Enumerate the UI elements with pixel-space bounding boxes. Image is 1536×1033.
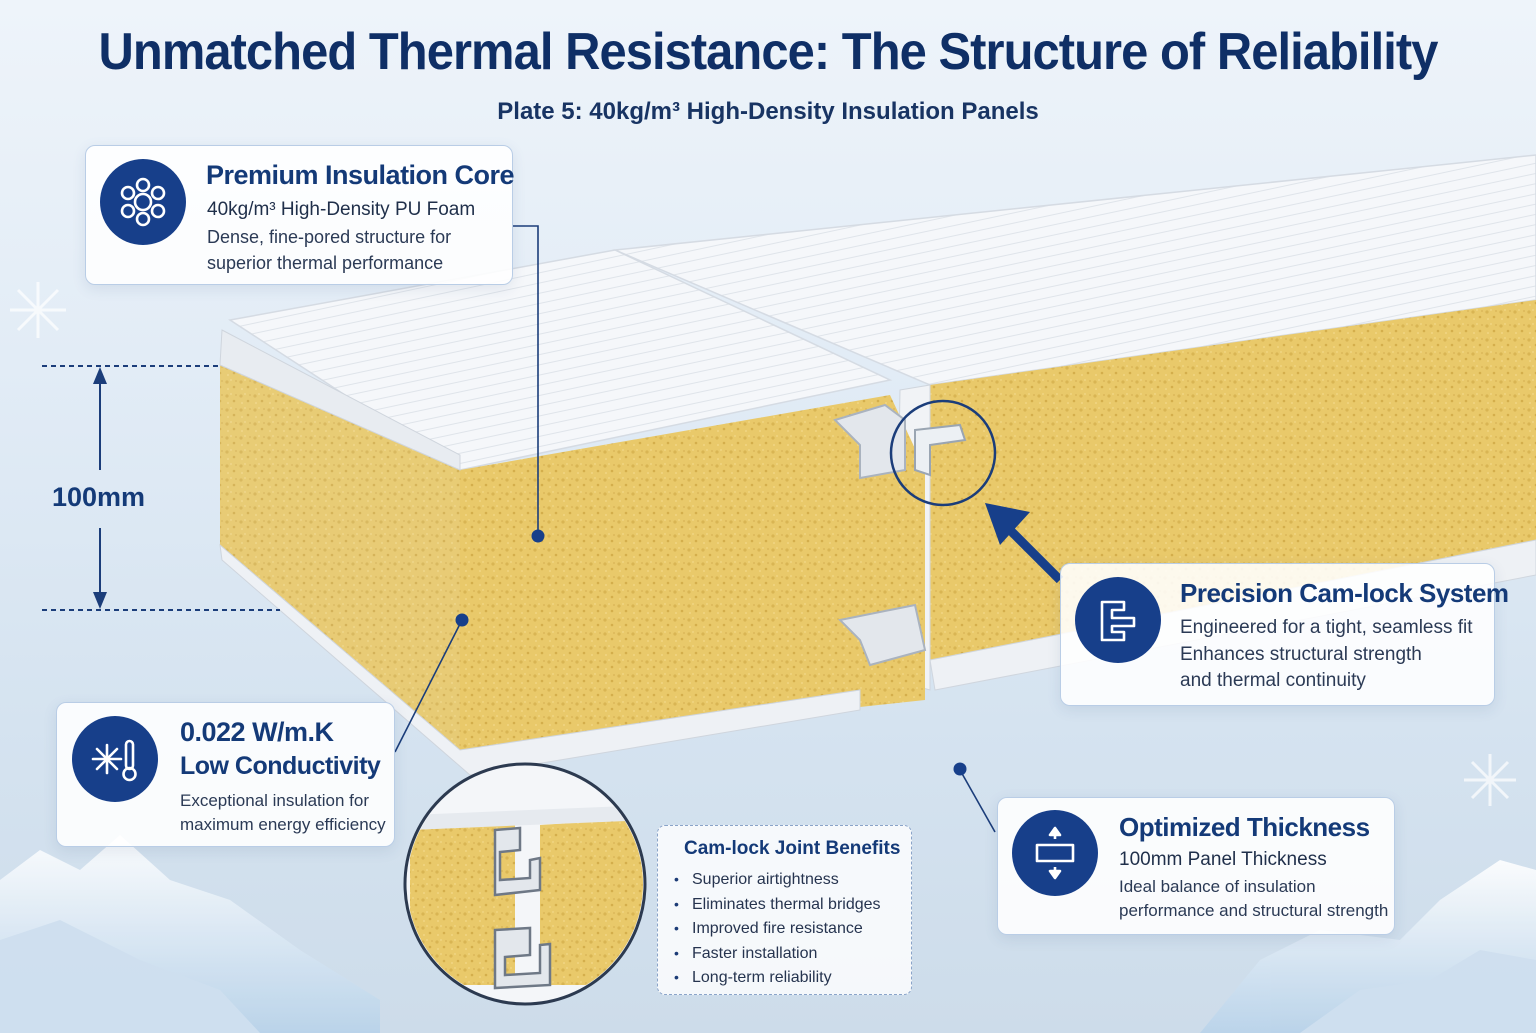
- core-line: superior thermal performance: [207, 253, 444, 273]
- pointer-arrow-icon: [985, 503, 1064, 584]
- camlock-line: Engineered for a tight, seamless fit: [1180, 617, 1473, 638]
- camlock-card: Precision Cam-lock System Engineered for…: [1060, 563, 1509, 706]
- callout-leaders: [394, 225, 996, 833]
- core-card: Premium Insulation Core 40kg/m³ High-Den…: [85, 145, 515, 285]
- conductivity-line: Exceptional insulation for: [180, 791, 370, 810]
- snowflake-decor-icon: [10, 282, 1516, 806]
- thickness-heading: Optimized Thickness: [1119, 812, 1370, 842]
- page-title: Unmatched Thermal Resistance: The Struct…: [98, 23, 1439, 81]
- benefits-title: Cam-lock Joint Benefits: [684, 838, 901, 859]
- joint-detail-ring: [889, 399, 997, 507]
- thickness-callout-dot: [953, 762, 967, 776]
- page-subtitle: Plate 5: 40kg/m³ High-Density Insulation…: [497, 98, 1039, 125]
- benefit-item: Improved fire resistance: [674, 916, 881, 941]
- benefit-item: Faster installation: [674, 941, 881, 966]
- camlock-line: and thermal continuity: [1180, 670, 1366, 691]
- benefits-list: Superior airtightness Eliminates thermal…: [674, 867, 881, 990]
- core-subheading: 40kg/m³ High-Density PU Foam: [207, 199, 476, 220]
- thickness-arrows-icon: [1012, 810, 1098, 896]
- conductivity-line: maximum energy efficiency: [180, 815, 386, 834]
- core-callout-dot: [531, 529, 545, 543]
- thickness-line: performance and structural strength: [1119, 901, 1389, 920]
- conductivity-callout-dot: [455, 613, 469, 627]
- camlock-heading: Precision Cam-lock System: [1180, 578, 1509, 608]
- conductivity-heading: Low Conductivity: [180, 752, 381, 780]
- dimension-label: 100mm: [52, 482, 146, 512]
- cam-lock-icon: [1075, 577, 1161, 663]
- iceberg-right: [1200, 860, 1536, 1033]
- benefit-item: Superior airtightness: [674, 867, 881, 892]
- core-line: Dense, fine-pored structure for: [207, 227, 452, 247]
- iceberg-left: [0, 835, 380, 1033]
- snowflake-thermometer-icon: [72, 716, 158, 802]
- camlock-benefits-box: Cam-lock Joint Benefits Superior airtigh…: [657, 825, 912, 995]
- benefit-item: Eliminates thermal bridges: [674, 892, 881, 917]
- thickness-line: Ideal balance of insulation: [1119, 877, 1316, 896]
- magnified-joint-view: [403, 762, 647, 1006]
- foam-cell-icon: [100, 159, 186, 245]
- core-heading: Premium Insulation Core: [206, 160, 515, 190]
- thickness-subheading: 100mm Panel Thickness: [1119, 849, 1327, 870]
- benefit-item: Long-term reliability: [674, 965, 881, 990]
- thickness-card: Optimized Thickness 100mm Panel Thicknes…: [997, 797, 1395, 935]
- conductivity-card: 0.022 W/m.K Low Conductivity Exceptional…: [56, 702, 395, 847]
- conductivity-value: 0.022 W/m.K: [180, 717, 334, 747]
- camlock-line: Enhances structural strength: [1180, 644, 1422, 665]
- thickness-dimension: [42, 365, 280, 611]
